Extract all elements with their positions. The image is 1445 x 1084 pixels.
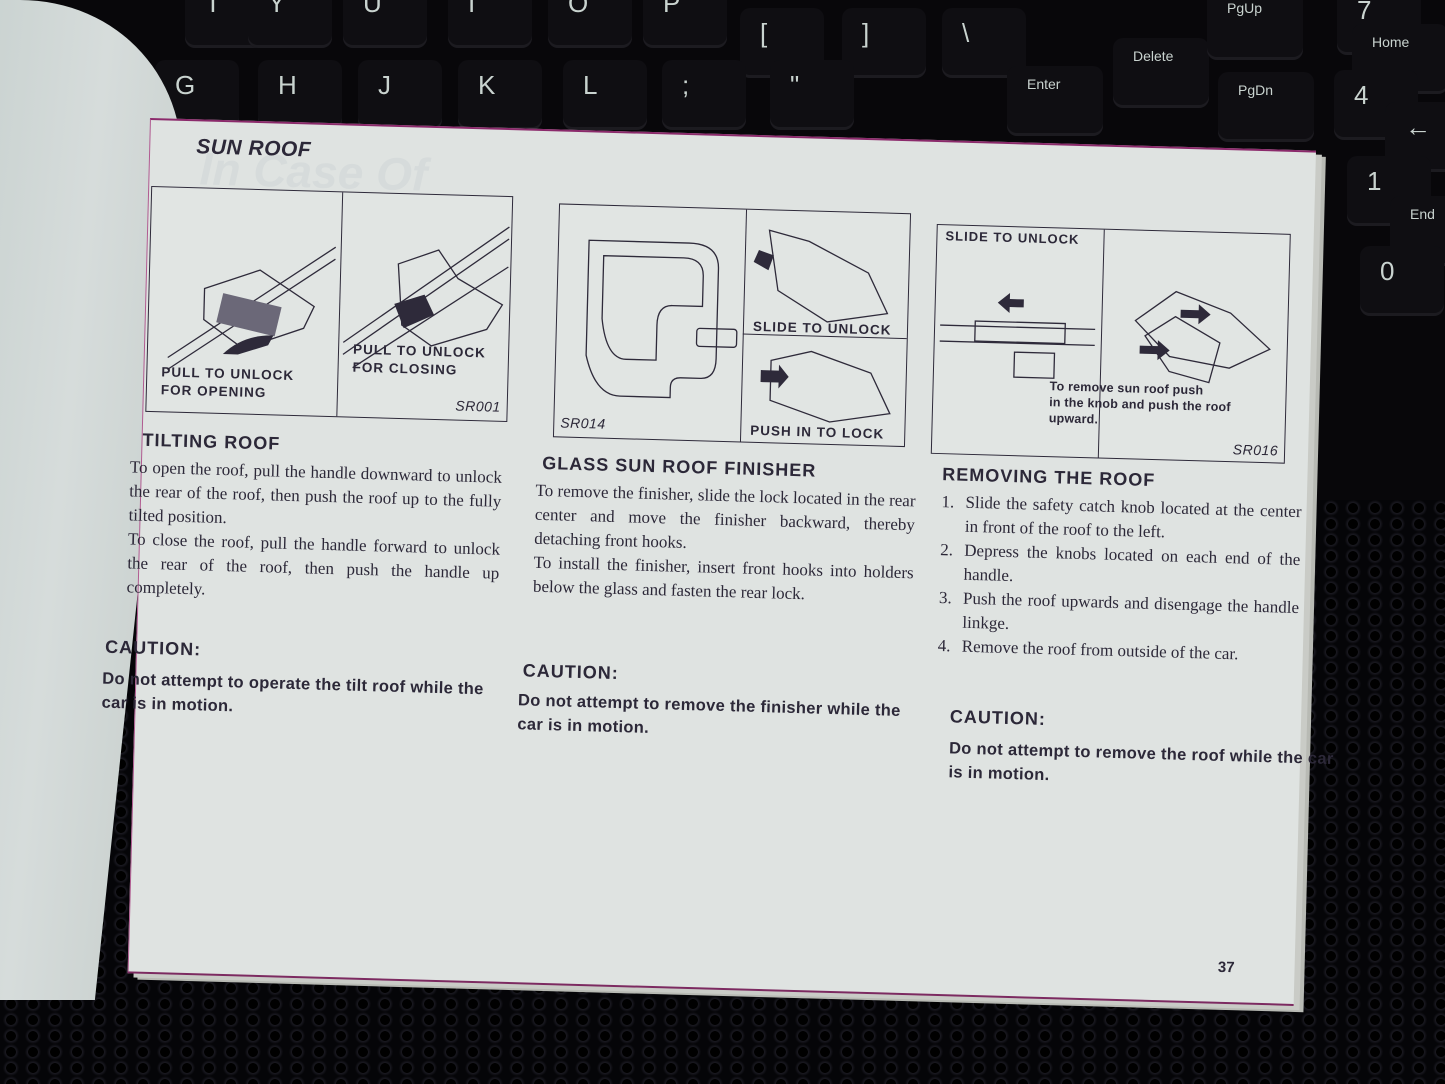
- roof-removal-illustration: [939, 290, 1271, 384]
- keyboard-key: Enter: [1007, 66, 1103, 136]
- figure-code: SR001: [455, 397, 501, 415]
- keyboard-key: P: [643, 0, 727, 48]
- caution-label: CAUTION:: [104, 636, 202, 660]
- paragraph: To close the roof, pull the handle forwa…: [126, 529, 501, 599]
- caution-text: Do not attempt to remove the roof while …: [948, 739, 1334, 785]
- keyboard-key: ": [770, 60, 854, 130]
- keyboard-key: ]: [842, 8, 926, 78]
- keyboard-key: 0: [1360, 246, 1444, 316]
- keyboard-key: PgUp: [1207, 0, 1303, 60]
- section-heading-removing-the-roof: REMOVING THE ROOF: [941, 464, 1156, 491]
- removing-roof-steps: 1.Slide the safety catch knob located at…: [937, 490, 1302, 668]
- manual-page: In Case OfEmergency SUN ROOF PULL TO UNL…: [101, 118, 1334, 1006]
- keyboard-key: L: [563, 60, 647, 130]
- paragraph: To open the roof, pull the handle downwa…: [128, 457, 503, 528]
- caution-label: CAUTION:: [522, 660, 620, 684]
- figure-caption: PUSH IN TO LOCK: [750, 422, 885, 442]
- keyboard-key: H: [258, 60, 342, 130]
- keyboard-key: PgDn: [1218, 72, 1314, 142]
- figure-code: SR016: [1232, 441, 1279, 459]
- caution-text: Do not attempt to operate the tilt roof …: [101, 669, 484, 716]
- caution-label: CAUTION:: [949, 706, 1047, 730]
- figure-caption: PULL TO UNLOCK FOR OPENING: [160, 364, 295, 401]
- keyboard-key: I: [448, 0, 532, 48]
- figure-code: SR014: [560, 414, 606, 432]
- paragraph: To install the finisher, insert front ho…: [532, 552, 914, 604]
- keyboard-key: O: [548, 0, 632, 48]
- section-heading-glass-sun-roof-finisher: GLASS SUN ROOF FINISHER: [541, 452, 817, 481]
- keyboard-key: Y: [248, 0, 332, 48]
- figure-caption: To remove sun roof push in the knob and …: [1048, 379, 1231, 427]
- section-heading-tilting-roof: TILTING ROOF: [142, 429, 281, 454]
- sunroof-handle-illustration: [167, 226, 510, 371]
- section-title: SUN ROOF: [195, 135, 312, 162]
- keyboard-key: J: [358, 60, 442, 130]
- finisher-illustration: [585, 229, 891, 423]
- keyboard-key: Delete: [1113, 38, 1209, 108]
- caution-text: Do not attempt to remove the finisher wh…: [517, 691, 901, 737]
- finisher-body: To remove the finisher, slide the lock l…: [533, 479, 916, 610]
- tilting-roof-body: To open the roof, pull the handle downwa…: [126, 455, 502, 609]
- figure-caption: PULL TO UNLOCK FOR CLOSING: [352, 341, 487, 378]
- figure-caption: SLIDE TO UNLOCK: [945, 228, 1080, 247]
- figure-sr016: SLIDE TO UNLOCK To remove sun roof push …: [930, 223, 1291, 464]
- paragraph: To remove the finisher, slide the lock l…: [534, 480, 916, 552]
- keyboard-key: 1: [1347, 156, 1431, 226]
- figure-caption: SLIDE TO UNLOCK: [752, 318, 892, 338]
- keyboard-key: ;: [662, 60, 746, 130]
- keyboard-key: K: [458, 60, 542, 130]
- figure-sr014: SLIDE TO UNLOCK PUSH IN TO LOCK SR014: [552, 203, 912, 448]
- figure-sr001: PULL TO UNLOCK FOR OPENING PULL TO UNLOC…: [145, 186, 514, 422]
- keyboard-key: U: [343, 0, 427, 48]
- page-number: 37: [1217, 958, 1235, 977]
